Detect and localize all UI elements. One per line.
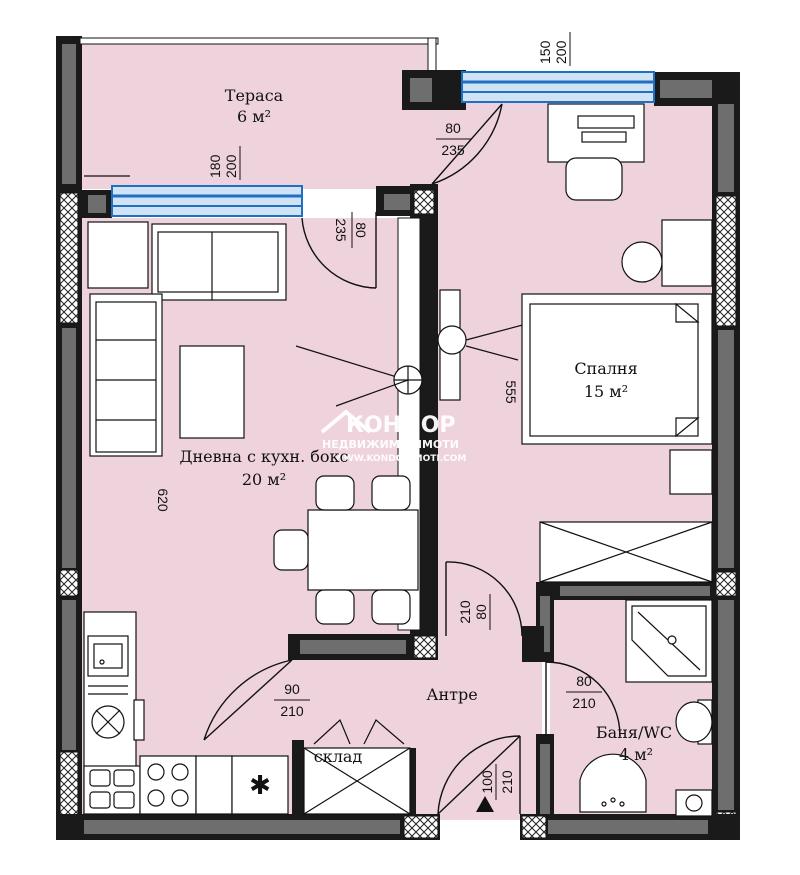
dim-window-living-top: 200 (223, 154, 239, 178)
wall-right-core-2 (718, 330, 734, 568)
fridge (231, 755, 289, 815)
wall-left-core (62, 44, 76, 184)
room-bedroom-area: 15 м² (584, 382, 628, 401)
dim-bath-door-top: 80 (576, 673, 592, 689)
wall-terrace-living-mid-core (384, 194, 410, 210)
wall-bath-left-lower-core (540, 744, 550, 830)
door-terrace-bedroom (431, 103, 503, 185)
wall-left-hatch-2 (59, 569, 79, 597)
wall-bath-left-core (540, 596, 550, 652)
wall-right-core-1 (718, 104, 734, 192)
room-hall-name: Антре (426, 685, 477, 704)
dim-entrance-door-top: 100 (479, 770, 495, 794)
room-living-name: Дневна с кухн. бокс (180, 447, 349, 466)
dim-bedroom-door-bottom: 210 (457, 600, 473, 624)
watermark-brand: КОНДОР (346, 413, 456, 438)
door-bath (545, 661, 621, 737)
terrace-rail-top (79, 37, 439, 45)
bath-sink (579, 753, 647, 813)
wall-left-hatch-1 (59, 192, 79, 324)
nightstand-top (661, 219, 713, 287)
dining-chairs (273, 475, 411, 625)
dim-terrace-door-right-bottom: 235 (441, 142, 465, 158)
freezer-icon: ✱ (249, 771, 271, 801)
room-storage-name: склад (314, 747, 363, 766)
room-living-area: 20 м² (242, 470, 286, 489)
windows (111, 71, 655, 217)
wall-bedroom-door-stub (522, 626, 544, 662)
wall-right-hatch-2 (715, 571, 737, 597)
wall-living-bedroom-hatch (413, 189, 435, 215)
dim-bedroom-length: 555 (503, 380, 519, 404)
dim-living-door-bottom: 210 (280, 703, 304, 719)
door-terrace-living (301, 212, 377, 289)
window-bedroom (461, 71, 655, 103)
wall-right-hatch-1 (715, 195, 737, 327)
wall-bedroom-bath-core (560, 586, 710, 596)
furniture (83, 103, 713, 817)
dim-entrance-door-bottom: 210 (499, 770, 515, 794)
desk-chair (565, 157, 623, 201)
wall-bottom-hatch-1 (403, 815, 439, 839)
sofa-left (89, 293, 163, 457)
wall-living-hall-core (296, 640, 406, 654)
room-bathroom-name: Баня/WC (596, 723, 672, 742)
room-terrace-area: 6 м² (237, 107, 271, 126)
cooktop (139, 755, 197, 815)
doors (203, 103, 621, 815)
dim-terrace-door-right-top: 80 (445, 120, 461, 136)
wall-bottom-left-core (84, 820, 400, 834)
triangle-up-icon (476, 796, 494, 812)
wall-left-core-2 (62, 328, 76, 568)
dining-table (307, 509, 419, 591)
watermark-tagline: НЕДВИЖИМИ ИМОТИ (322, 438, 459, 451)
wall-right-core-3 (718, 600, 734, 810)
storage-doors (313, 718, 405, 745)
door-bedroom (445, 561, 523, 637)
room-bathroom-area: 4 м² (619, 745, 653, 764)
kitchen-sink (87, 635, 129, 677)
counter-segment (195, 755, 233, 815)
wall-bedroom-top-right-core (660, 80, 716, 98)
dim-living-door-top: 90 (284, 681, 300, 697)
terrace-floor (80, 42, 435, 189)
wall-bottom-right-core (548, 820, 708, 834)
room-terrace-name: Тераса (225, 86, 284, 105)
stool (621, 241, 663, 283)
wall-bottom-hatch-2 (521, 815, 547, 839)
sofa-top (151, 223, 287, 301)
window-living (111, 185, 303, 217)
dim-terrace-door-left-top: 80 (353, 222, 369, 238)
room-labels: Тераса 6 м² Спалня 15 м² Дневна с кухн. … (180, 86, 673, 766)
toilet-bowl (675, 701, 713, 743)
coffee-table (179, 345, 245, 439)
dim-bedroom-door-top: 80 (473, 604, 489, 620)
nightstand-bottom (669, 449, 713, 495)
terrace-rail-right (427, 37, 437, 75)
watermark-house-icon (320, 409, 372, 434)
wall-bedroom-top-left-core (410, 78, 432, 102)
dim-window-bedroom-bottom: 150 (537, 40, 553, 64)
watermark-site: WWW.KONDORIMOTI.COM (334, 454, 466, 464)
wall-living-bedroom-hatch-2 (413, 635, 437, 659)
dimension-labels: 200 150 200 180 80 235 80 235 555 620 (155, 32, 602, 800)
dim-terrace-door-left-bottom: 235 (333, 218, 349, 242)
lamp-bedroom (437, 325, 467, 355)
walls (56, 36, 740, 840)
room-bedroom-name: Спалня (574, 359, 637, 378)
dim-living-length: 620 (155, 488, 171, 512)
storage-wall-left (292, 740, 304, 816)
dim-window-living-bottom: 180 (207, 154, 223, 178)
watermark: КОНДОР НЕДВИЖИМИ ИМОТИ WWW.KONDORIMOTI.C… (320, 409, 466, 464)
dim-bath-door-bottom: 210 (572, 695, 596, 711)
wall-kitchen-stub (288, 634, 300, 660)
wall-terrace-living-left-core (88, 195, 106, 213)
dim-window-bedroom-top: 200 (553, 40, 569, 64)
storage-wall-right (410, 748, 416, 816)
wardrobe-living (87, 221, 149, 289)
wall-left-core-3 (62, 600, 76, 750)
door-entrance (437, 735, 521, 815)
door-living (203, 659, 293, 741)
